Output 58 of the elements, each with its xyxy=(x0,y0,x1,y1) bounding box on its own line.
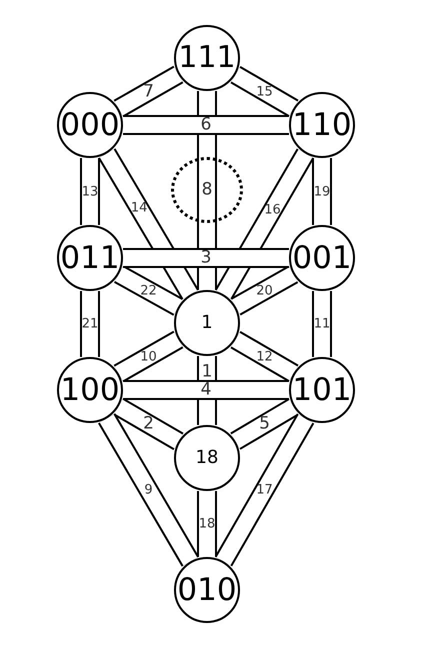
edge-label: 16 xyxy=(264,204,281,217)
edge-label: 11 xyxy=(314,318,330,330)
edge-label: 5 xyxy=(259,416,270,432)
edge-label: 9 xyxy=(144,484,153,496)
path-band xyxy=(197,356,217,425)
path-band xyxy=(214,148,314,300)
path-band xyxy=(98,148,199,300)
edge-label: 21 xyxy=(82,318,98,330)
node-circle xyxy=(174,425,240,491)
edge-label: 7 xyxy=(143,83,154,100)
edge-label: 14 xyxy=(130,202,148,215)
node-label: 101 xyxy=(292,374,352,406)
path-band xyxy=(114,330,184,382)
edge-label: 15 xyxy=(256,85,273,98)
path-band xyxy=(230,66,299,118)
edge-label: 6 xyxy=(200,116,212,134)
edge-label: 12 xyxy=(256,350,273,363)
node-label: 010 xyxy=(177,574,237,606)
path-band xyxy=(113,398,184,450)
edge-label: 18 xyxy=(198,518,216,530)
node-label: 000 xyxy=(60,110,120,140)
path-band xyxy=(114,66,184,118)
path-band xyxy=(230,398,299,450)
node-label: 100 xyxy=(60,374,120,406)
path-band xyxy=(114,265,183,316)
edge-label: 22 xyxy=(140,284,157,297)
path-band xyxy=(123,248,289,268)
node-circle xyxy=(174,25,240,91)
node-label: 011 xyxy=(60,242,120,274)
edge-label: 8 xyxy=(202,182,212,198)
path-band xyxy=(312,291,332,357)
path-band xyxy=(197,491,217,557)
edge-label: 4 xyxy=(200,382,212,398)
edge-label: 13 xyxy=(82,185,98,198)
path-band xyxy=(80,158,100,225)
node-label: 111 xyxy=(178,43,236,73)
edge-label: 20 xyxy=(256,284,273,297)
path-band xyxy=(197,223,217,290)
path-band xyxy=(214,414,314,566)
path-band xyxy=(123,115,289,135)
node-label: 001 xyxy=(292,242,352,274)
path-band xyxy=(123,380,289,400)
path-band xyxy=(312,158,332,225)
edge-label: 17 xyxy=(256,484,273,496)
node-label: 18 xyxy=(196,449,218,467)
edge-label: 3 xyxy=(200,250,212,266)
path-band xyxy=(98,413,199,567)
path-band xyxy=(80,291,100,357)
edge-label: 10 xyxy=(140,350,157,363)
path-band xyxy=(230,330,299,382)
path-band xyxy=(197,91,217,157)
edge-label: 1 xyxy=(202,363,212,380)
edge-label: 19 xyxy=(314,185,330,198)
edge-label: 2 xyxy=(143,416,154,432)
path-band xyxy=(230,266,298,316)
dotted-circle xyxy=(171,157,243,223)
node-label: 110 xyxy=(292,110,352,140)
node-label: 1 xyxy=(201,314,213,332)
